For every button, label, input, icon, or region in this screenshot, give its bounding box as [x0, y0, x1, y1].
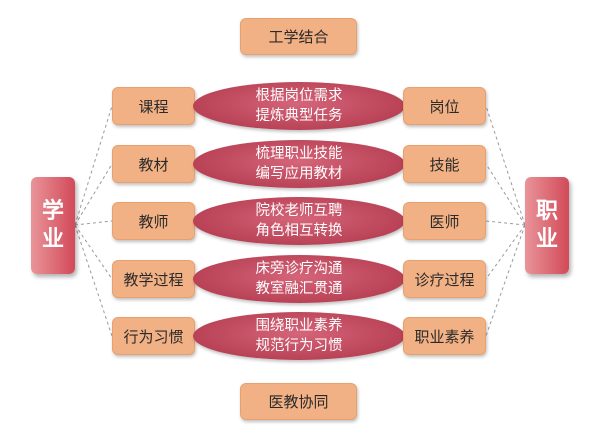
connector-line	[74, 224, 113, 337]
left-item-label: 教师	[138, 212, 169, 231]
left-item-label: 课程	[138, 97, 169, 116]
ellipse-line1: 床旁诊疗沟通	[255, 261, 343, 277]
ellipse-line2: 编写应用教材	[255, 166, 343, 182]
practice-ellipse: 梳理职业技能 编写应用教材	[193, 140, 405, 188]
ellipse-line2: 角色相互转换	[255, 223, 343, 239]
left-item-label: 行为习惯	[123, 327, 184, 346]
left-side-char2: 业	[41, 226, 64, 252]
right-item-label: 岗位	[429, 97, 460, 116]
connector-line	[485, 224, 526, 280]
practice-ellipse: 围绕职业素养 规范行为习惯	[193, 312, 405, 360]
ellipse-line1: 院校老师互聘	[255, 203, 343, 219]
connector-line	[485, 224, 526, 337]
top-label: 工学结合	[268, 28, 329, 46]
connector-line	[485, 105, 526, 226]
right-item-box: 技能	[403, 145, 486, 183]
ellipse-line1: 根据岗位需求	[255, 88, 343, 104]
right-item-label: 技能	[429, 155, 460, 174]
left-item-label: 教学过程	[123, 270, 184, 289]
bottom-label-box: 医教协同	[240, 383, 357, 420]
connector-line	[74, 224, 113, 280]
right-item-box: 岗位	[403, 87, 486, 125]
left-side-char1: 学	[41, 199, 64, 224]
connector-line	[74, 105, 113, 226]
left-item-box: 教师	[112, 202, 195, 240]
connector-line	[74, 220, 113, 226]
connector-line	[74, 163, 113, 226]
practice-ellipse: 根据岗位需求 提炼典型任务	[193, 82, 405, 130]
ellipse-line1: 围绕职业素养	[255, 318, 343, 334]
right-item-label: 医师	[429, 212, 460, 231]
left-side-box: 学 业	[31, 177, 75, 274]
right-item-label: 诊疗过程	[414, 270, 475, 289]
right-item-box: 诊疗过程	[403, 260, 486, 298]
connector-line	[485, 163, 526, 226]
bottom-label: 医教协同	[268, 393, 329, 411]
left-item-box: 教学过程	[112, 260, 195, 298]
ellipse-line2: 规范行为习惯	[255, 338, 343, 354]
ellipse-line2: 教室融汇贯通	[255, 281, 343, 297]
right-side-box: 职 业	[525, 177, 569, 274]
practice-ellipse: 院校老师互聘 角色相互转换	[193, 197, 405, 245]
left-item-box: 行为习惯	[112, 317, 195, 355]
right-side-char2: 业	[535, 226, 558, 252]
ellipse-line1: 梳理职业技能	[255, 146, 343, 162]
left-item-label: 教材	[138, 155, 169, 174]
right-item-box: 职业素养	[403, 317, 486, 355]
top-label-box: 工学结合	[240, 18, 357, 55]
left-item-box: 课程	[112, 87, 195, 125]
ellipse-line2: 提炼典型任务	[255, 108, 343, 124]
left-item-box: 教材	[112, 145, 195, 183]
practice-ellipse: 床旁诊疗沟通 教室融汇贯通	[193, 255, 405, 303]
right-item-box: 医师	[403, 202, 486, 240]
right-side-char1: 职	[535, 199, 558, 224]
right-item-label: 职业素养	[414, 327, 475, 346]
connector-line	[485, 220, 526, 226]
